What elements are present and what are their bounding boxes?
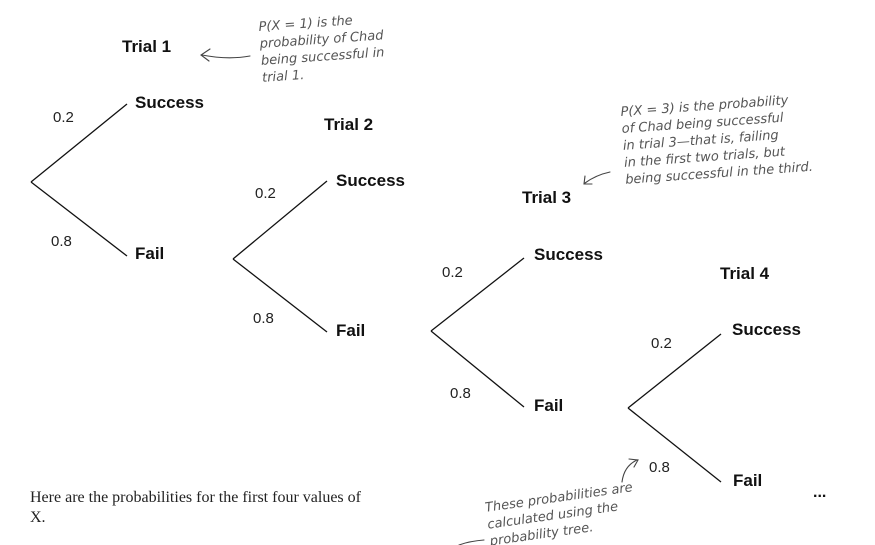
trial-4-fail-prob: 0.8 xyxy=(649,459,670,476)
branch-4-success xyxy=(627,333,722,409)
caption-text: Here are the probabilities for the first… xyxy=(30,489,361,526)
trial-1-success: Success xyxy=(135,93,204,112)
trial-3-fail: Fail xyxy=(534,396,564,415)
trial-3-success: Success xyxy=(534,245,603,264)
trial-1-annotation: P(X = 1) is the probability of Chad bein… xyxy=(258,10,386,86)
trial-2-fail: Fail xyxy=(336,321,366,340)
arrow-to-trial4-prob-head xyxy=(628,458,639,468)
arrow-to-trial1-head xyxy=(200,48,211,62)
trial-4-fail: Fail xyxy=(733,471,763,490)
branch-1-success xyxy=(30,103,128,183)
continuation-ellipsis: ... xyxy=(813,484,827,501)
trial-2-label: Trial 2 xyxy=(324,115,374,134)
trial-3-success-prob: 0.2 xyxy=(442,264,463,281)
arrow-to-trial4-prob xyxy=(621,459,638,483)
branch-2-fail xyxy=(232,258,328,333)
trial-4-success-prob: 0.2 xyxy=(651,335,672,352)
arrow-to-trial3 xyxy=(584,171,611,184)
branch-1-fail xyxy=(30,181,128,257)
trial-1-fail: Fail xyxy=(135,244,165,263)
branch-3-fail xyxy=(430,330,525,408)
branch-2-success xyxy=(232,180,328,260)
arrow-to-trial3-head xyxy=(583,175,593,185)
arrow-to-trial1 xyxy=(201,54,251,59)
trial-1-success-prob: 0.2 xyxy=(53,109,74,126)
trial-2-success: Success xyxy=(336,171,405,190)
branch-4-fail xyxy=(627,407,722,483)
trial-2-fail-prob: 0.8 xyxy=(253,310,274,327)
trial-3-annotation: P(X = 3) is the probability of Chad bein… xyxy=(620,91,814,189)
trial-3-fail-prob: 0.8 xyxy=(450,385,471,402)
trial-4-success: Success xyxy=(732,320,801,339)
trial-4-label: Trial 4 xyxy=(720,264,770,283)
trial-1-label: Trial 1 xyxy=(122,37,172,56)
trial-1-fail-prob: 0.8 xyxy=(51,233,72,250)
arrow-bottom-left xyxy=(458,539,485,545)
trial-3-label: Trial 3 xyxy=(522,188,572,207)
trial-2-success-prob: 0.2 xyxy=(255,185,276,202)
branch-3-success xyxy=(430,257,525,332)
